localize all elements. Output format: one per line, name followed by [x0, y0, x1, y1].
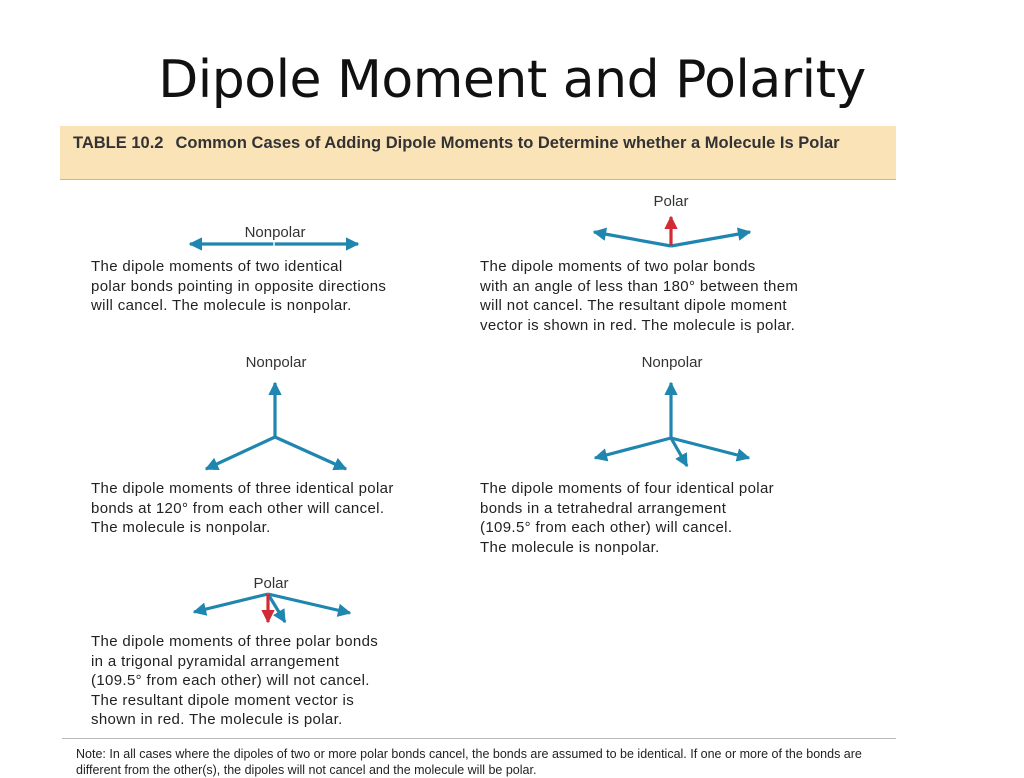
diagram-bent-polar	[592, 215, 752, 248]
diagram-trigonal-pyramidal-polar	[192, 592, 352, 624]
table-number: TABLE 10.2	[73, 134, 164, 152]
slide-title: Dipole Moment and Polarity	[158, 50, 866, 110]
note-divider	[62, 738, 896, 739]
bond-vector-right	[670, 436, 751, 462]
case-5-description: The dipole moments of three polar bonds …	[91, 633, 379, 728]
table-caption: Common Cases of Adding Dipole Moments to…	[175, 134, 840, 152]
case-1-description: The dipole moments of two identical pola…	[91, 258, 387, 314]
bond-vector-lower-left	[204, 435, 276, 471]
bond-vector-right	[670, 227, 752, 248]
case-1-label: Nonpolar	[244, 224, 306, 241]
bond-vector-right	[267, 592, 352, 617]
diagram-linear-nonpolar	[188, 237, 360, 251]
bond-vector-left	[593, 436, 672, 462]
diagram-tetrahedral-nonpolar	[593, 381, 751, 468]
bond-vector-left	[192, 592, 269, 616]
case-5-label: Polar	[253, 575, 289, 592]
case-2-description: The dipole moments of two polar bonds wi…	[480, 258, 799, 334]
table-note: Note: In all cases where the dipoles of …	[76, 747, 862, 777]
table-header: TABLE 10.2 Common Cases of Adding Dipole …	[60, 126, 896, 180]
case-4-label: Nonpolar	[641, 354, 703, 371]
bond-vector-lower-right	[274, 435, 348, 471]
bond-vector-left	[592, 227, 672, 248]
case-2-label: Polar	[653, 193, 689, 210]
bond-vector-front	[669, 437, 689, 468]
bond-vector-front	[266, 593, 287, 624]
case-3-description: The dipole moments of three identical po…	[91, 480, 394, 536]
case-4-description: The dipole moments of four identical pol…	[480, 480, 775, 556]
case-3-label: Nonpolar	[245, 354, 307, 371]
diagram-trigonal-planar-nonpolar	[204, 381, 348, 471]
